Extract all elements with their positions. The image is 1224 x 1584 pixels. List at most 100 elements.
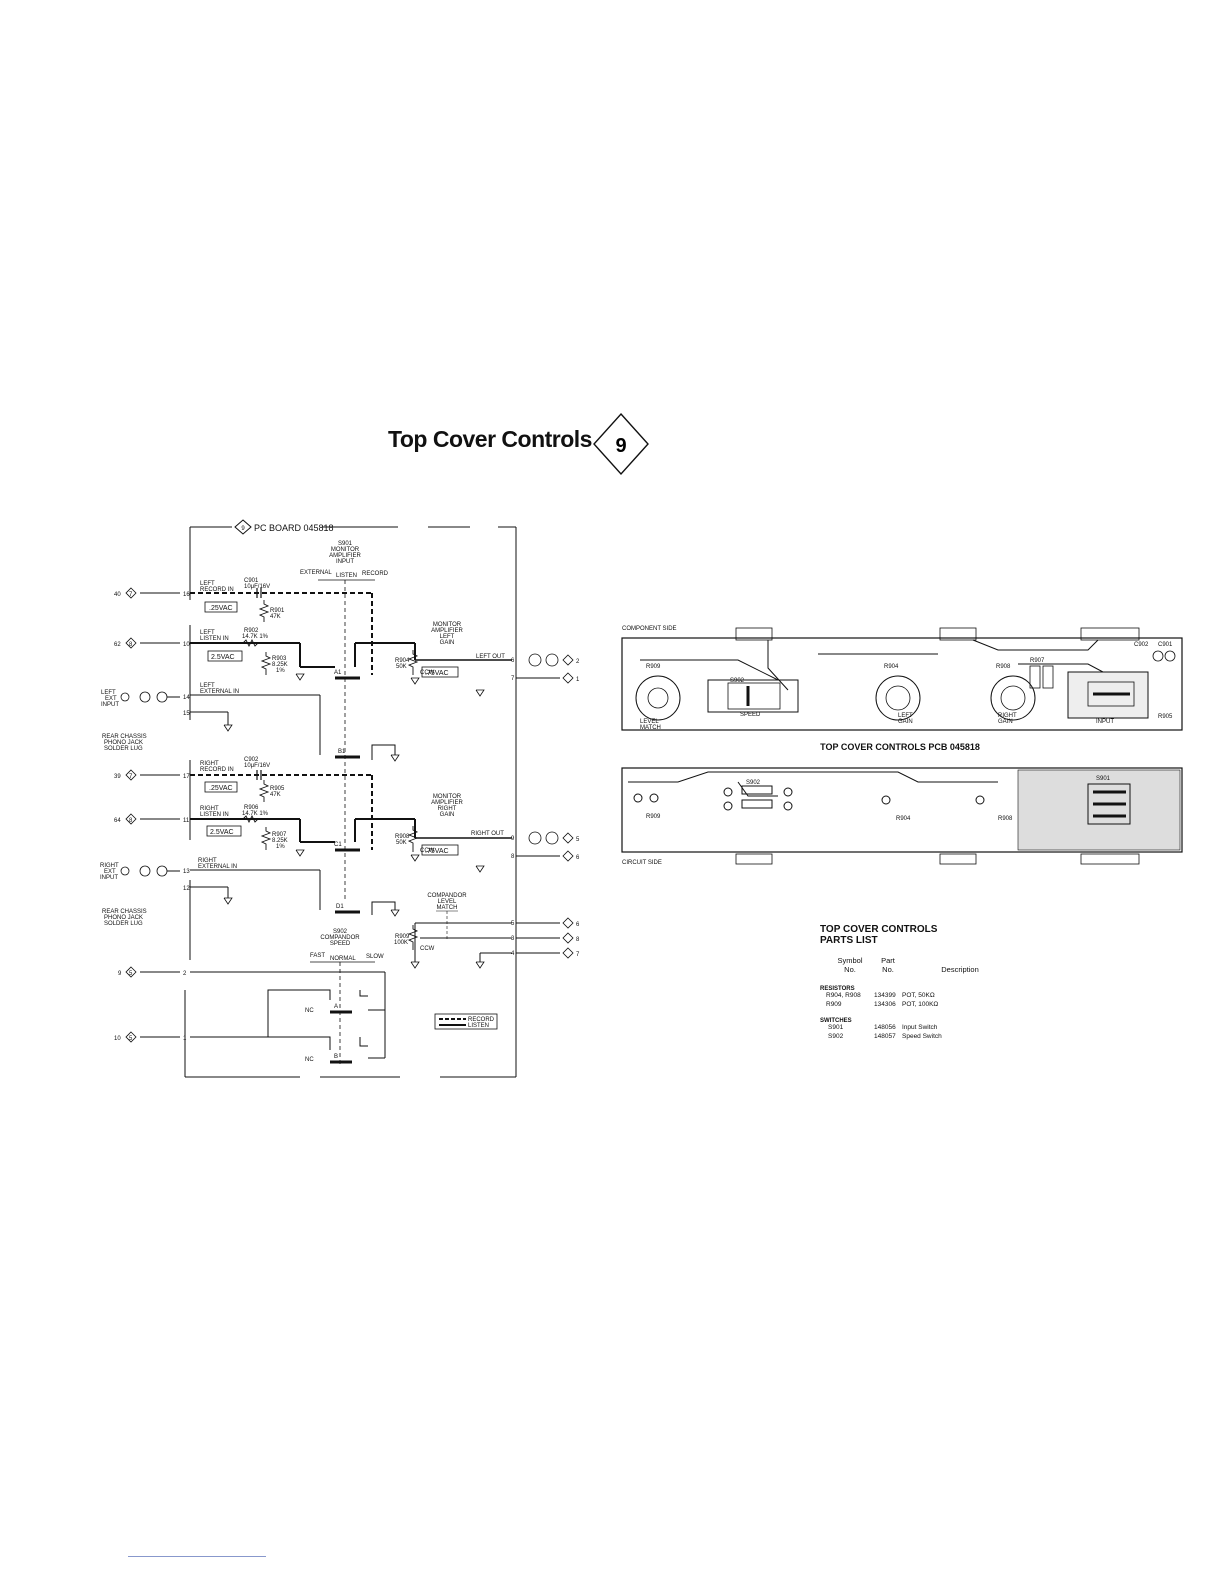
left-record-path xyxy=(190,580,373,900)
svg-text:R907: R907 xyxy=(272,832,287,838)
pcb-title: TOP COVER CONTROLS PCB 045818 xyxy=(820,742,980,752)
svg-text:PHONO JACK: PHONO JACK xyxy=(104,740,143,746)
svg-text:S902: S902 xyxy=(730,678,745,684)
compandor-level-label: COMPANDOR LEVEL MATCH xyxy=(427,893,467,911)
section-number: 9 xyxy=(615,435,626,457)
svg-text:NORMAL: NORMAL xyxy=(330,956,356,962)
svg-text:9: 9 xyxy=(511,836,515,842)
svg-text:R905: R905 xyxy=(1158,714,1173,720)
svg-text:47K: 47K xyxy=(270,792,281,798)
svg-text:R907: R907 xyxy=(1030,658,1045,664)
left-connector-numbers: 40 62 39 64 9 10 7 8 7 8 5 5 16 10 14 15… xyxy=(114,592,190,1042)
svg-text:C902: C902 xyxy=(244,757,259,763)
svg-text:LEFT: LEFT xyxy=(200,630,215,636)
svg-text:6: 6 xyxy=(576,922,580,928)
svg-text:LEFT: LEFT xyxy=(898,713,913,719)
svg-text:AMPLIFIER: AMPLIFIER xyxy=(329,553,361,559)
svg-text:GAIN: GAIN xyxy=(440,640,455,646)
svg-text:50K: 50K xyxy=(396,664,407,670)
svg-text:SOLDER LUG: SOLDER LUG xyxy=(104,921,143,927)
svg-text:FAST: FAST xyxy=(310,953,325,959)
svg-text:MATCH: MATCH xyxy=(640,725,661,731)
svg-text:LEVEL: LEVEL xyxy=(438,899,457,905)
section-number-diamond: 9 xyxy=(593,412,649,476)
svg-text:NC: NC xyxy=(305,1008,314,1014)
svg-text:EXTERNAL IN: EXTERNAL IN xyxy=(198,864,237,870)
circuit-traces xyxy=(628,771,1131,825)
svg-text:C901: C901 xyxy=(1158,642,1173,648)
svg-text:47K: 47K xyxy=(270,614,281,620)
svg-text:3: 3 xyxy=(511,936,515,942)
svg-text:R909: R909 xyxy=(395,934,410,940)
svg-text:SLOW: SLOW xyxy=(366,954,384,960)
svg-text:14: 14 xyxy=(183,695,190,701)
svg-text:REAR CHASSIS: REAR CHASSIS xyxy=(102,734,147,740)
svg-text:2: 2 xyxy=(183,971,187,977)
svg-text:RIGHT: RIGHT xyxy=(998,713,1017,719)
svg-text:S901: S901 xyxy=(1096,776,1111,782)
svg-text:5: 5 xyxy=(129,971,133,977)
svg-text:B: B xyxy=(334,1054,338,1060)
svg-text:INPUT: INPUT xyxy=(1096,719,1114,725)
svg-text:R909: R909 xyxy=(646,814,661,820)
svg-text:CIRCUIT SIDE: CIRCUIT SIDE xyxy=(622,860,662,866)
svg-text:15: 15 xyxy=(183,711,190,717)
right-record-path xyxy=(190,774,373,850)
svg-text:8.25K: 8.25K xyxy=(272,662,288,668)
svg-text:10: 10 xyxy=(114,1036,121,1042)
pcb-title-svg: TOP COVER CONTROLS PCB 045818 xyxy=(820,742,980,752)
svg-text:R909: R909 xyxy=(646,664,661,670)
svg-text:14.7K 1%: 14.7K 1% xyxy=(242,634,269,640)
monitor-right-label: MONITOR AMPLIFIER RIGHT GAIN xyxy=(431,794,463,818)
component-labels: C901 10μF/16V C902 10μF/16V R901 47K R90… xyxy=(242,578,505,1060)
svg-text:17: 17 xyxy=(183,774,190,780)
svg-text:.25VAC: .25VAC xyxy=(209,605,233,612)
page-title: Top Cover Controls xyxy=(388,426,592,452)
svg-text:16: 16 xyxy=(183,592,190,598)
legend-record: RECORD xyxy=(468,1017,495,1023)
circuit-refs: S902 S901 R909 R904 R908 CIRCUIT SIDE xyxy=(622,776,1111,866)
svg-text:39: 39 xyxy=(114,774,121,780)
svg-text:RIGHT: RIGHT xyxy=(100,863,119,869)
svg-text:EXT: EXT xyxy=(105,696,117,702)
svg-text:LEFT: LEFT xyxy=(101,690,116,696)
svg-text:11: 11 xyxy=(183,818,190,824)
right-connectors xyxy=(516,653,574,959)
svg-text:5: 5 xyxy=(129,1036,133,1042)
svg-text:INPUT: INPUT xyxy=(100,875,118,881)
svg-text:R902: R902 xyxy=(244,628,259,634)
svg-text:64: 64 xyxy=(114,818,121,824)
svg-text:9: 9 xyxy=(118,971,122,977)
svg-text:2.5VAC: 2.5VAC xyxy=(210,829,234,836)
svg-text:1: 1 xyxy=(183,1036,187,1042)
table-row: R904, R908 134399 POT, 50KΩ xyxy=(826,992,935,999)
svg-text:COMPANDOR: COMPANDOR xyxy=(320,935,360,941)
svg-text:LEFT: LEFT xyxy=(200,581,215,587)
right-connector-numbers: 6 7 9 8 5 3 4 2 1 5 6 6 8 7 xyxy=(511,658,580,958)
right-listen-path xyxy=(190,818,512,852)
svg-text:5: 5 xyxy=(576,837,580,843)
table-row: S901 148056 Input Switch xyxy=(828,1024,938,1031)
input-labels: LEFT RECORD IN LEFT LISTEN IN LEFT EXTER… xyxy=(100,581,239,927)
schematic-diagram: 9 PC BOARD 045818 S901 MONITOR AMPLIFIER… xyxy=(100,519,580,1078)
svg-text:1%: 1% xyxy=(276,668,285,674)
svg-text:R906: R906 xyxy=(244,805,259,811)
board-number: 9 xyxy=(241,526,245,532)
board-label-group: 9 PC BOARD 045818 xyxy=(234,519,334,535)
svg-text:.75VAC: .75VAC xyxy=(425,848,449,855)
svg-text:6: 6 xyxy=(511,658,515,664)
svg-text:C902: C902 xyxy=(1134,642,1149,648)
svg-text:INPUT: INPUT xyxy=(101,702,119,708)
svg-text:C901: C901 xyxy=(244,578,259,584)
svg-text:CCW: CCW xyxy=(420,946,435,952)
svg-text:RECORD: RECORD xyxy=(362,571,389,577)
svg-text:S902: S902 xyxy=(746,780,761,786)
capacitor-symbols xyxy=(256,588,262,780)
svg-text:AMPLIFIER: AMPLIFIER xyxy=(431,628,463,634)
svg-text:10μF/16V: 10μF/16V xyxy=(244,584,270,590)
parts-list-title-2: PARTS LIST xyxy=(820,935,878,946)
svg-text:LISTEN IN: LISTEN IN xyxy=(200,636,229,642)
svg-text:13: 13 xyxy=(183,869,190,875)
